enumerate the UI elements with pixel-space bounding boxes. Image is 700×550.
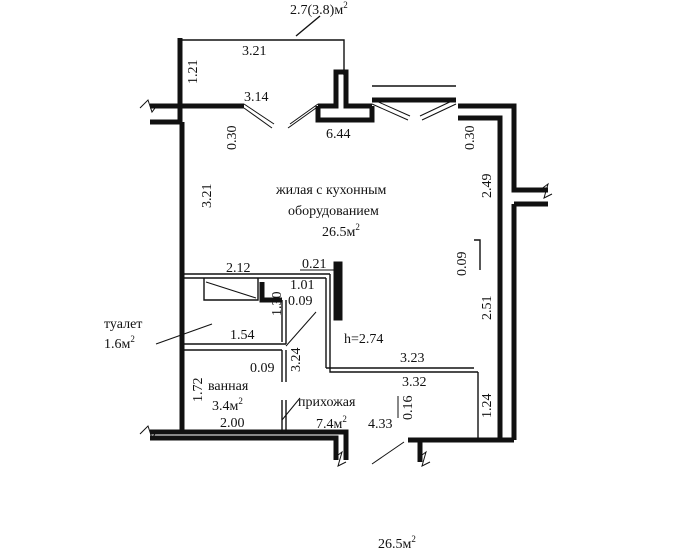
- partition-kitchen: [329, 274, 478, 373]
- entrance-door-leaf: [371, 441, 405, 465]
- dim-2-12: 2.12: [226, 261, 251, 276]
- dim-4-33: 4.33: [368, 417, 393, 432]
- wall-right-inner: [458, 115, 503, 440]
- wall-bottom-left-outer: [150, 435, 339, 460]
- interior-partitions: [184, 239, 481, 465]
- dim-0-30-left: 0.30: [225, 126, 240, 151]
- column: [333, 261, 343, 321]
- dim-0-09-low: 0.09: [250, 361, 275, 376]
- dim-3-21-left: 3.21: [200, 184, 215, 209]
- dim-6-44: 6.44: [326, 127, 351, 142]
- living-room-name-line1: жилая с кухонным: [275, 183, 386, 198]
- wall-bottom-left: [150, 429, 349, 460]
- dim-2-49: 2.49: [480, 174, 495, 199]
- dim-0-30-right: 0.30: [463, 126, 478, 151]
- dim-0-09-right: 0.09: [455, 252, 470, 277]
- dimension-labels: 3.14 6.44 0.30 0.30 3.21 2.49 0.09 2.51 …: [191, 90, 495, 432]
- dim-3-14: 3.14: [244, 90, 269, 105]
- dim-3-32: 3.32: [402, 375, 427, 390]
- dim-3-23: 3.23: [400, 351, 425, 366]
- leader-lines: [155, 269, 399, 421]
- wall-top-pier-inner: [315, 106, 375, 123]
- dim-1-54: 1.54: [230, 328, 255, 343]
- hall-label-leader: [281, 397, 301, 421]
- balcony-area: 2.7(3.8)м2: [290, 0, 348, 18]
- bathroom-area: 3.4м2: [212, 396, 243, 414]
- break-symbol-right: [539, 182, 553, 199]
- dim-1-30: 1.30: [270, 292, 285, 317]
- door-leaf-4: [421, 103, 457, 121]
- hallway-area: 7.4м2: [316, 414, 347, 432]
- door-leaf-3: [371, 103, 409, 121]
- dim-0-21: 0.21: [302, 257, 327, 272]
- exterior-walls: [139, 38, 553, 467]
- dim-2-51: 2.51: [480, 296, 495, 321]
- door-leaf-1: [243, 103, 275, 125]
- door-leaf-2: [289, 103, 319, 125]
- dim-2-00: 2.00: [220, 416, 245, 431]
- toilet-name: туалет: [104, 317, 142, 332]
- balcony-depth: 1.21: [186, 60, 201, 85]
- wall-top-right: [458, 103, 548, 193]
- dim-1-72: 1.72: [191, 378, 206, 403]
- wall-left: [150, 103, 185, 432]
- balcony: 2.7(3.8)м2 3.21 1.21: [180, 0, 348, 84]
- toilet-cabinet-diagonal: [205, 281, 257, 299]
- toilet-area: 1.6м2: [104, 334, 135, 352]
- balcony-area-leader: [295, 15, 321, 37]
- dim-3-24-leader: [285, 311, 317, 347]
- total-area: 26.5м2: [378, 534, 416, 550]
- living-room-name-line2: оборудованием: [288, 204, 379, 219]
- bathroom-name: ванная: [208, 379, 249, 394]
- dim-1-24: 1.24: [480, 394, 495, 419]
- break-symbol-bottom: [333, 450, 347, 467]
- break-symbol-bottom-right: [417, 450, 431, 467]
- balcony-length: 3.21: [242, 44, 267, 59]
- break-symbol-left-bottom: [139, 425, 159, 440]
- dim-3-24: 3.24: [289, 348, 304, 373]
- toilet-cabinet: [203, 278, 259, 301]
- living-room-area: 26.5м2: [322, 222, 360, 240]
- toilet-label-leader: [155, 323, 213, 345]
- room-labels: жилая с кухонным оборудованием 26.5м2 ту…: [104, 183, 386, 432]
- ceiling-height: h=2.74: [344, 332, 383, 347]
- dim-1-01: 1.01: [290, 278, 315, 293]
- dim-0-09-mid: 0.09: [288, 294, 313, 309]
- wall-top-pier: [318, 69, 372, 109]
- balcony-doors: [243, 99, 457, 129]
- hallway-name: прихожая: [298, 395, 356, 410]
- balcony-outline: [180, 39, 345, 75]
- toilet-inner-wall: [259, 282, 282, 303]
- niche-right: [474, 239, 481, 270]
- dim-0-16: 0.16: [401, 396, 416, 421]
- break-symbol-left: [139, 99, 159, 114]
